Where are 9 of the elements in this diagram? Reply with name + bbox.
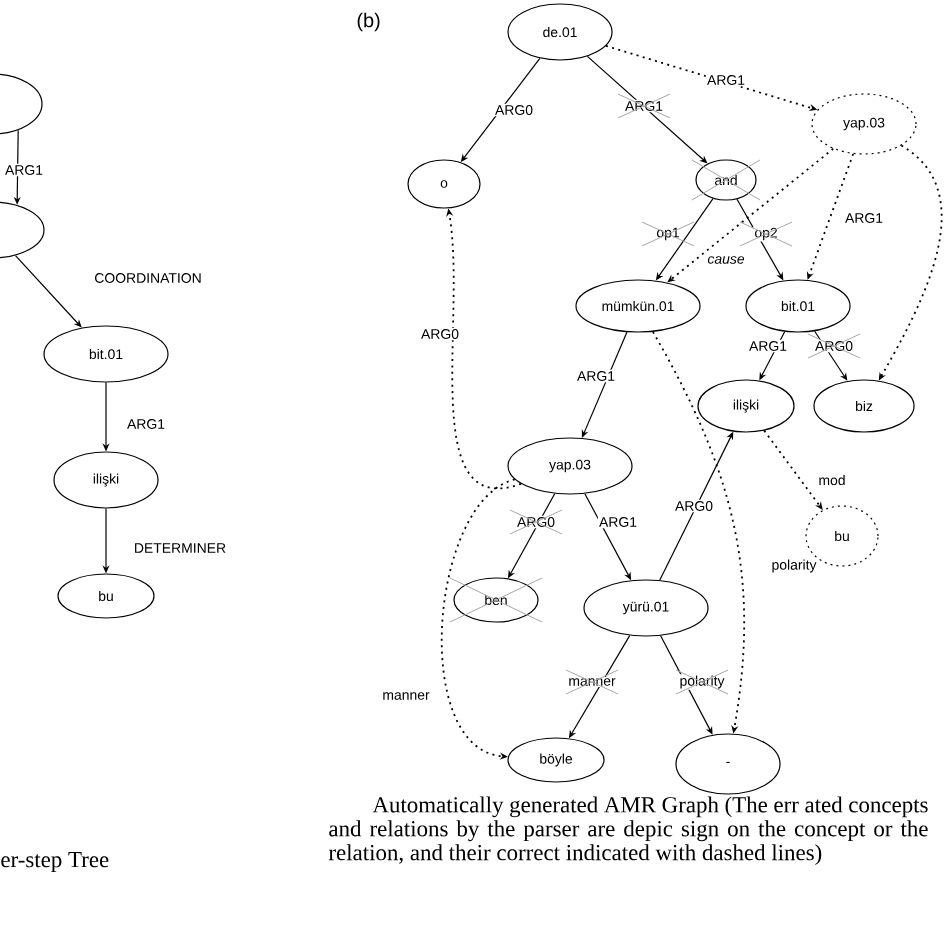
arrow	[763, 429, 823, 510]
panel-label: (b)	[357, 12, 380, 32]
arrow	[814, 330, 848, 381]
arrow	[667, 147, 835, 283]
arrow	[14, 255, 82, 328]
arrow	[581, 331, 628, 438]
arrow	[586, 55, 708, 164]
caption: er-step Tree	[1, 852, 109, 872]
caption: Automatically generated AMR Graph (The err ated concepts and relations by the parser are depic sign on the concept or the relation, and their correct indicated with dashed lines)	[328, 796, 928, 865]
